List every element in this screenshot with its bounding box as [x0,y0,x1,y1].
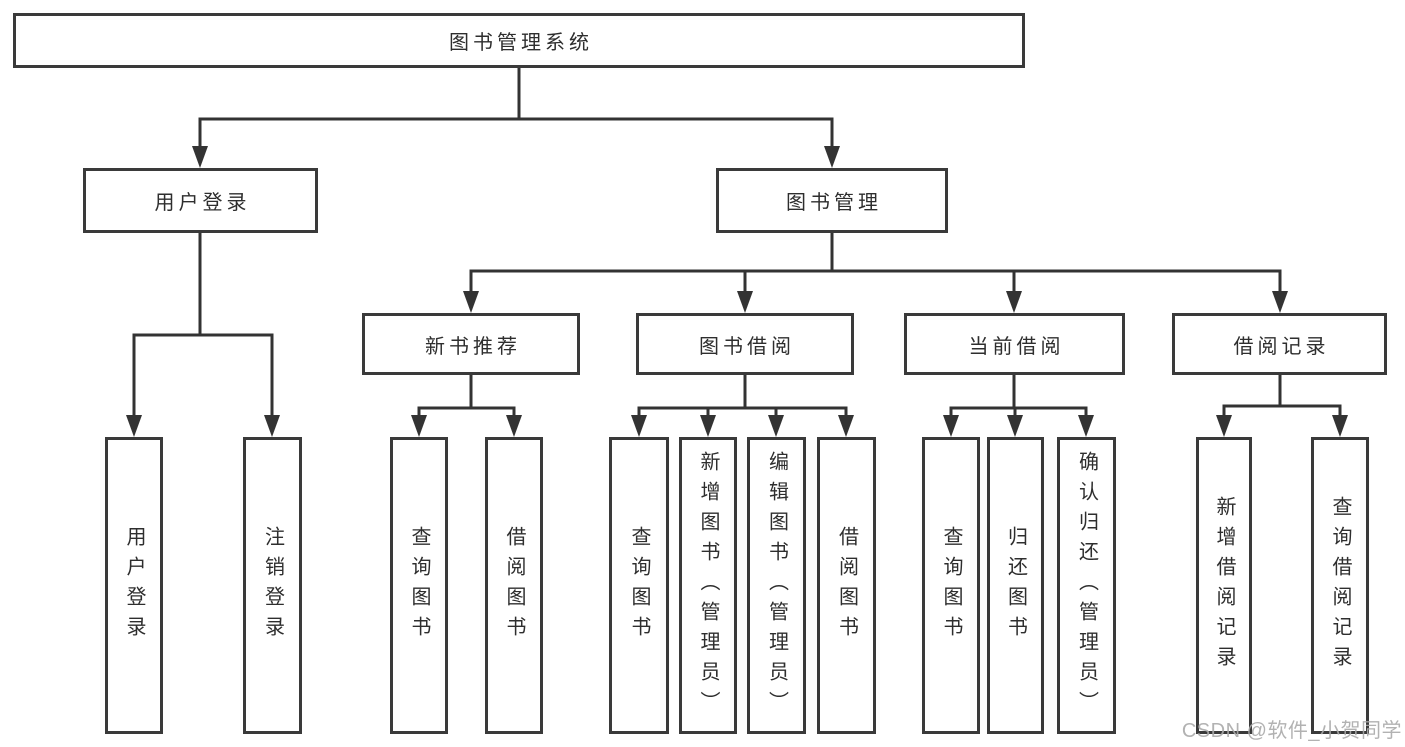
node-current-borrowing: 当前借阅 [904,313,1125,375]
leaf-newbook-query-books: 查询图书 [390,437,448,734]
connector-borrow-branch [637,375,848,417]
arrow-icon [768,415,784,437]
leaf-user-login: 用户登录 [105,437,163,734]
leaf-current-return-books: 归还图书 [987,437,1044,734]
node-book-management: 图书管理 [716,168,948,233]
node-library-management-system: 图书管理系统 [13,13,1025,68]
arrow-icon [824,146,840,168]
node-book-borrowing: 图书借阅 [636,313,854,375]
leaf-current-query-books: 查询图书 [922,437,980,734]
leaf-borrow-borrow-books: 借阅图书 [817,437,876,734]
leaf-borrow-add-books-admin: 新增图书（管理员） [679,437,737,734]
arrow-icon [506,415,522,437]
leaf-records-query-record: 查询借阅记录 [1311,437,1369,734]
arrow-icon [1332,415,1348,437]
leaf-borrow-query-books: 查询图书 [609,437,669,734]
arrow-icon [192,146,208,168]
leaf-newbook-borrow-books: 借阅图书 [485,437,543,734]
arrow-icon [1078,415,1094,437]
arrow-icon [1006,291,1022,313]
connector-newbook-branch [417,375,516,417]
connector-mgmt-branch [469,233,1282,293]
arrow-icon [700,415,716,437]
leaf-borrow-edit-books-admin: 编辑图书（管理员） [747,437,806,734]
csdn-watermark: CSDN @软件_小贺同学 [1181,720,1402,742]
connector-root-to-level2 [198,68,834,148]
arrow-icon [631,415,647,437]
node-borrowing-records: 借阅记录 [1172,313,1387,375]
arrow-icon [1272,291,1288,313]
arrow-icon [126,415,142,437]
arrow-icon [1216,415,1232,437]
connector-records-branch [1222,375,1342,417]
arrow-icon [1007,415,1023,437]
leaf-current-confirm-return-admin: 确认归还（管理员） [1057,437,1116,734]
leaf-logout: 注销登录 [243,437,302,734]
arrow-icon [737,291,753,313]
node-new-book-recommendation: 新书推荐 [362,313,580,375]
leaf-records-add-record: 新增借阅记录 [1196,437,1252,734]
arrow-icon [264,415,280,437]
connector-current-branch [949,375,1088,417]
connector-login-branch [132,233,274,417]
arrow-icon [463,291,479,313]
arrow-icon [943,415,959,437]
arrow-icon [838,415,854,437]
node-user-login: 用户登录 [83,168,318,233]
arrow-icon [411,415,427,437]
